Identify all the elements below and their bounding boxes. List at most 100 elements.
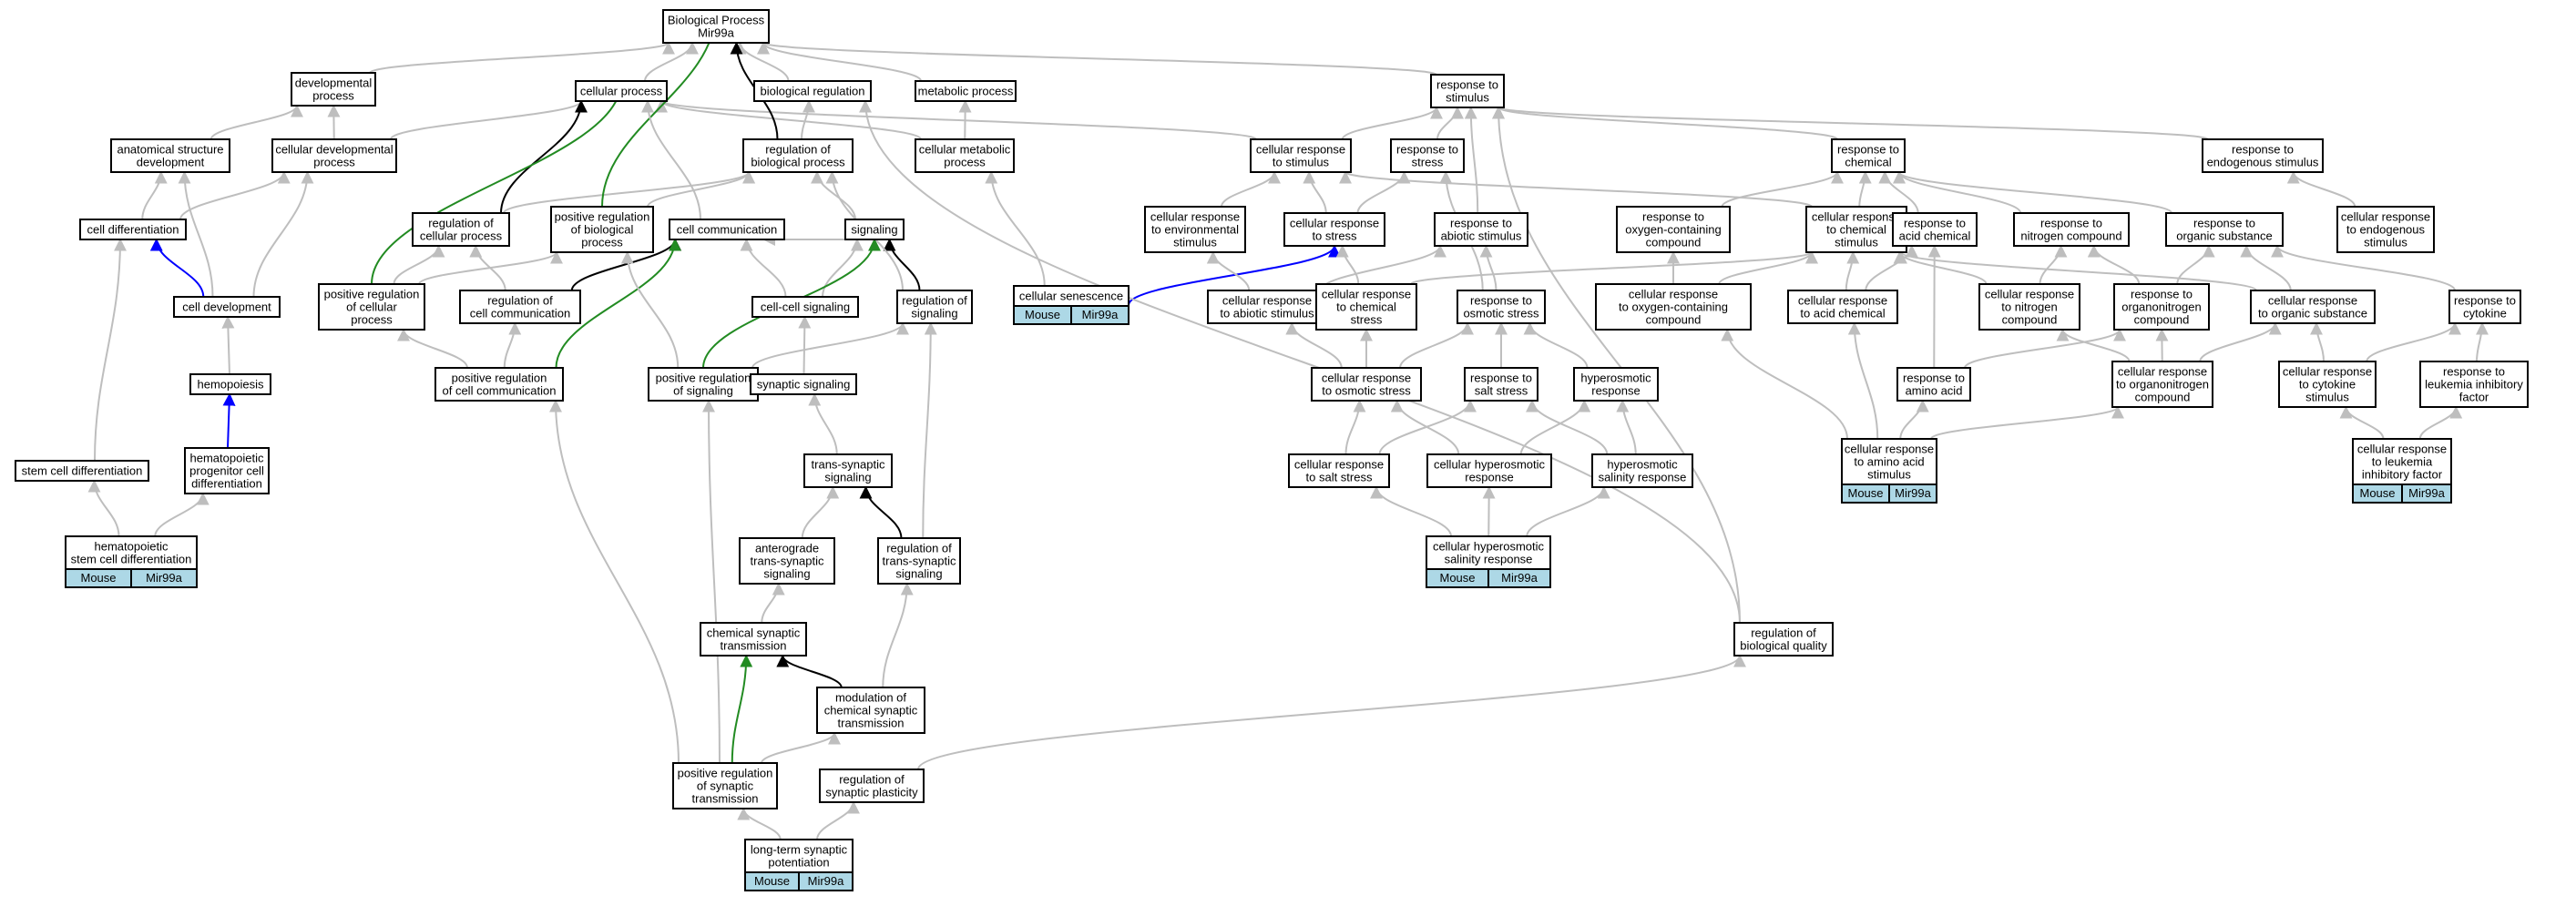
term-label-line: salinity response bbox=[1445, 553, 1533, 566]
term-label-line: regulation of bbox=[886, 542, 952, 555]
edge-ats-to-tss bbox=[801, 485, 840, 539]
go-term-cp[interactable]: cellular process bbox=[575, 80, 668, 102]
term-label-line: abiotic stimulus bbox=[1441, 229, 1522, 243]
term-box bbox=[1978, 283, 2080, 331]
edge-craa-to-crorgn bbox=[1930, 405, 2124, 440]
go-term-mp[interactable]: metabolic process bbox=[915, 80, 1017, 102]
go-term-hemo[interactable]: hemopoiesis bbox=[189, 373, 271, 395]
go-term-scd[interactable]: stem cell differentiation bbox=[15, 460, 149, 482]
edge-celldev-to-asd bbox=[178, 170, 214, 298]
edge-hsr-to-hyper bbox=[1616, 399, 1637, 455]
go-term-cc[interactable]: cell communication bbox=[669, 219, 785, 240]
go-term-br[interactable]: biological regulation bbox=[753, 80, 872, 102]
term-box bbox=[2336, 206, 2435, 253]
go-term-celldev[interactable]: cell development bbox=[173, 296, 281, 318]
edge-crcs-to-crstress bbox=[1335, 244, 1360, 285]
edges-layer bbox=[87, 8, 2489, 840]
term-label-line: hematopoietic bbox=[190, 452, 264, 465]
term-box bbox=[1591, 453, 1693, 488]
term-label-line: osmotic stress bbox=[1463, 307, 1539, 321]
term-label-line: compound bbox=[2002, 313, 2058, 327]
edge-crstress-to-crs bbox=[1303, 170, 1327, 214]
term-box bbox=[739, 537, 835, 585]
go-term-ccs[interactable]: cell-cell signaling bbox=[751, 296, 859, 318]
term-label-line: chemical bbox=[1845, 156, 1891, 169]
term-label-line: positive regulation bbox=[555, 210, 650, 224]
edge-rchem-to-rts bbox=[1492, 106, 1838, 140]
go-term-synsig[interactable]: synaptic signaling bbox=[750, 373, 857, 395]
edge-prcc-to-prcp bbox=[397, 328, 468, 369]
gene-cell bbox=[1070, 305, 1130, 325]
term-label-line: potentiation bbox=[768, 856, 829, 870]
edge-ltp-to-rsp bbox=[816, 800, 860, 840]
go-term-sig[interactable]: signaling bbox=[844, 219, 905, 240]
edge-crsalt-to-rsalt bbox=[1378, 399, 1477, 455]
term-label-line: regulation of bbox=[428, 217, 494, 230]
term-box bbox=[79, 219, 187, 240]
go-term-celldiff[interactable]: cell differentiation bbox=[79, 219, 187, 240]
term-box bbox=[1390, 138, 1465, 173]
